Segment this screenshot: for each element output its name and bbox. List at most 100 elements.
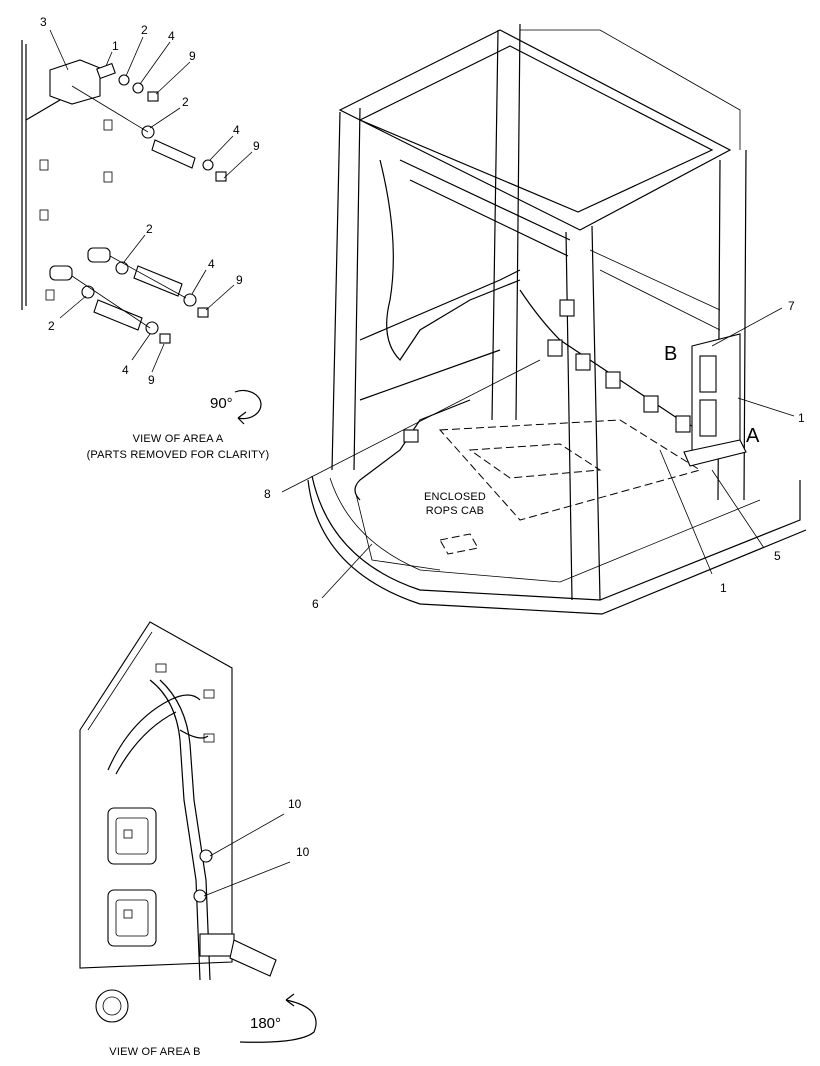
- area-a-tab: [103, 171, 113, 183]
- wiring-harness-left: [379, 159, 521, 361]
- callout-6: 6: [312, 597, 319, 611]
- leader-4: [131, 333, 151, 361]
- area-b-clip: [199, 849, 213, 863]
- callout-2: 2: [141, 23, 148, 37]
- area-a-nut: [147, 91, 159, 102]
- leader-6: [321, 543, 373, 599]
- area-a-washer: [115, 261, 129, 275]
- cab-roof-frame: [338, 29, 732, 231]
- leader-3: [49, 29, 69, 71]
- area-a-washer: [183, 293, 197, 307]
- area-a-washer: [202, 159, 214, 171]
- area-a-assembly-lines: [71, 85, 187, 329]
- callout-2: 2: [182, 95, 189, 109]
- area-marker-a: A: [746, 425, 760, 447]
- area-b-hose: [115, 711, 177, 775]
- leader-10: [209, 813, 285, 857]
- callout-9: 9: [253, 139, 260, 153]
- cab-side-rail-lower: [359, 349, 501, 401]
- area-a-bracket: [49, 59, 101, 105]
- callout-4: 4: [168, 29, 175, 43]
- area-marker-b: B: [664, 343, 677, 365]
- callout-3: 3: [40, 15, 47, 29]
- cab-post-front-right: [565, 225, 601, 601]
- area-a-caption: VIEW OF AREA A: [133, 433, 224, 445]
- area-a-washer: [132, 82, 144, 94]
- leader-9: [223, 151, 253, 179]
- module-mount-bracket: [683, 439, 747, 467]
- area-b-round-connector-inner: [102, 996, 122, 1016]
- area-a-washer: [118, 74, 130, 86]
- cab-floor-inner: [329, 477, 761, 583]
- cab-floor-edge: [311, 475, 801, 601]
- leader-9: [205, 284, 235, 311]
- connector: [559, 299, 575, 317]
- cab-floor-plate: [438, 419, 702, 521]
- area-b-module-port: [123, 909, 133, 919]
- area-b-round-connector: [95, 989, 129, 1023]
- area-b-panel-edge: [87, 631, 153, 731]
- area-a-bolt: [87, 247, 111, 263]
- rotation-arrowhead-icon: [237, 411, 247, 425]
- area-b-connector-plug: [229, 939, 277, 977]
- wiring-harness-floor: [354, 399, 471, 501]
- leader-5: [711, 469, 765, 549]
- area-a-nut: [197, 307, 209, 318]
- area-a-panel-edge: [21, 40, 27, 310]
- area-b-connector: [199, 933, 235, 957]
- callout-1: 1: [798, 411, 805, 425]
- area-a-caption-note: (PARTS REMOVED FOR CLARITY): [87, 449, 270, 461]
- area-b-tab: [203, 733, 215, 743]
- leader-4: [139, 41, 171, 85]
- area-b-hose: [149, 679, 201, 981]
- callout-4: 4: [122, 363, 129, 377]
- callout-2: 2: [48, 319, 55, 333]
- cab-label-sub: ROPS CAB: [426, 505, 484, 517]
- connector: [605, 371, 621, 389]
- rotation-arrow-icon: [239, 999, 317, 1043]
- leader-9: [151, 343, 165, 373]
- area-a-tab: [39, 209, 49, 221]
- callout-1: 1: [112, 39, 119, 53]
- connector: [547, 339, 563, 357]
- area-b-module-face: [115, 817, 149, 855]
- area-a-bolt: [96, 62, 116, 80]
- leader-7: [711, 307, 783, 347]
- leader-2: [123, 234, 146, 263]
- cab-floor-edge-lower: [307, 479, 807, 615]
- area-a-bolt: [49, 265, 73, 281]
- leader-10: [203, 861, 291, 897]
- main-cab-view: B A ENCLOSED ROPS CAB 7 1 8 5 6 1: [264, 23, 807, 615]
- leader-2: [125, 36, 144, 77]
- area-a-tab: [39, 159, 49, 171]
- cab-rear-rail: [589, 249, 721, 331]
- area-b-tab: [203, 689, 215, 699]
- callout-7: 7: [788, 299, 795, 313]
- control-module: [699, 399, 717, 437]
- area-b-hose: [179, 729, 209, 739]
- callout-5: 5: [774, 549, 781, 563]
- cab-roof-rear: [520, 29, 741, 150]
- wiring-harness-floor-branch: [355, 493, 441, 571]
- cab-post-rear-left: [491, 23, 521, 421]
- leader-9: [155, 61, 191, 95]
- cab-label: ENCLOSED: [424, 491, 486, 503]
- area-b-panel: [79, 621, 233, 969]
- cab-side-rail: [359, 269, 521, 341]
- area-b-hose: [107, 694, 201, 771]
- callout-2: 2: [146, 222, 153, 236]
- control-module: [699, 355, 717, 393]
- leader-4: [209, 135, 234, 161]
- leader-8: [281, 359, 541, 493]
- area-a-washer: [81, 285, 95, 299]
- cab-floor-panel: [468, 443, 602, 479]
- leader-1: [737, 397, 795, 417]
- view-area-a: 3 1 2 4 9 2 4 9 2 4 9 2 4 9 90° VIEW OF …: [21, 15, 270, 461]
- connector: [575, 353, 591, 371]
- callout-10: 10: [288, 797, 302, 811]
- leader-1: [105, 51, 113, 67]
- callout-1: 1: [720, 581, 727, 595]
- area-a-nut: [215, 171, 227, 182]
- rotation-arrow-icon: [234, 389, 262, 420]
